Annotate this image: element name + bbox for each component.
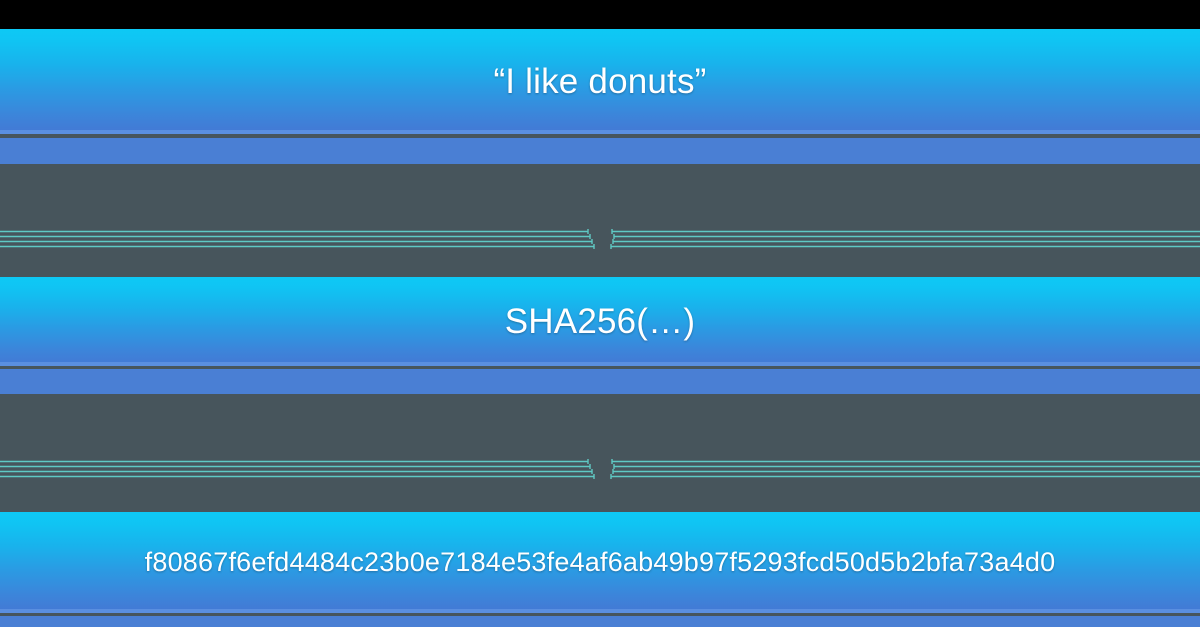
letterbox-bar-top [0, 0, 1200, 29]
hash-digest-label: f80867f6efd4484c23b0e7184e53fe4af6ab49b9… [144, 547, 1056, 577]
hash-digest-box[interactable]: f80867f6efd4484c23b0e7184e53fe4af6ab49b9… [0, 512, 1200, 613]
input-message-box-reflection [0, 138, 1200, 164]
arrow-input-to-function [0, 218, 1200, 258]
input-message-label: “I like donuts” [493, 61, 707, 101]
hash-function-box-reflection [0, 369, 1200, 394]
hash-function-label: SHA256(…) [504, 301, 696, 341]
input-message-box[interactable]: “I like donuts” [0, 29, 1200, 134]
arrow-function-to-digest [0, 448, 1200, 488]
hash-digest-box-reflection [0, 616, 1200, 627]
hash-function-box[interactable]: SHA256(…) [0, 277, 1200, 366]
